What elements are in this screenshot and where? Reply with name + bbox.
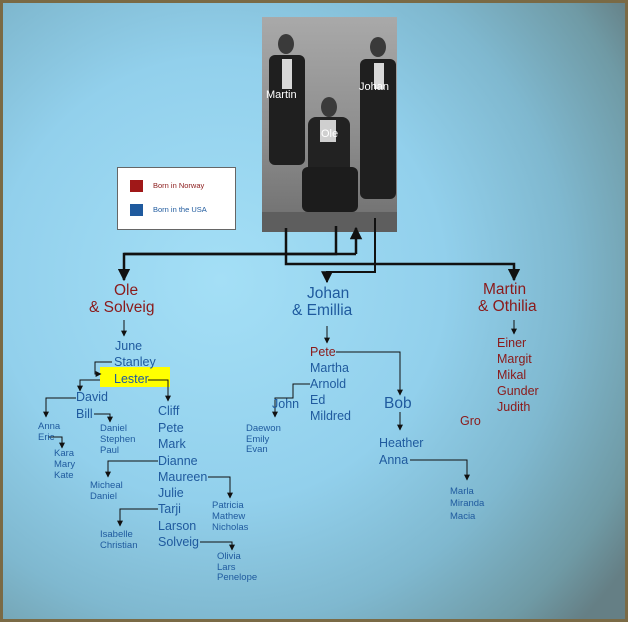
grandchild-dianne: Dianne [158,454,198,468]
ggc-marla: Marla [450,486,474,497]
ggc-lars: Lars [217,562,236,573]
grandchild-julie: Julie [158,486,184,500]
child-stanley: Stanley [114,355,156,369]
child-gunder: Gunder [497,384,539,398]
couple-ole-spouse: & Solveig [89,299,155,316]
photo-label-ole: Ole [321,128,339,140]
ggc-daewon: Daewon [246,423,281,434]
gggc-mary: Mary [54,459,76,470]
child-june: June [115,339,143,353]
photo-label-johan: Johan [359,81,389,93]
brothers-photo [262,17,397,232]
grandchild-solveig: Solveig [158,535,199,549]
ggc-anna: Anna [38,421,61,432]
ggc-macia: Macia [450,511,476,522]
gggc-kara: Kara [54,448,75,459]
couple-martin-name: Martin [483,281,527,298]
lester-highlight [100,367,170,387]
grandchild-pete: Pete [158,421,184,435]
child-mikal: Mikal [497,368,527,382]
grandchild-bill: Bill [76,407,93,421]
ggc-christian: Christian [100,540,138,551]
ggc-mathew: Mathew [212,511,246,522]
ggc-isabelle: Isabelle [100,529,133,540]
child-martha: Martha [310,361,349,375]
link-pete-bob [336,351,403,396]
child-pete: Pete [310,345,336,359]
child-mildred: Mildred [310,409,351,423]
grandchild-cliff: Cliff [158,404,180,418]
child-ed: Ed [310,393,326,407]
ggc-evan: Evan [246,444,268,455]
link-dianne-children [105,460,158,478]
couple-johan-spouse: & Emillia [292,302,353,319]
ggc-patricia: Patricia [212,500,244,511]
ggc-nicholas: Nicholas [212,522,249,533]
brothers-photo-illustration [262,34,397,232]
usa-swatch [130,204,143,216]
child-margit: Margit [497,352,532,366]
child-arnold: Arnold [310,377,347,391]
child-einer: Einer [497,336,527,350]
link-lester-david [77,379,100,392]
grandchild-anna: Anna [379,453,409,467]
grandchild-john: John [272,397,300,411]
link-solveig-children [200,541,235,551]
couple-martin-spouse: & Othilia [478,298,537,315]
link-maureen-children [208,476,233,499]
gggc-kate: Kate [54,470,74,481]
child-lester: Lester [114,372,149,386]
ggc-micheal: Micheal [90,480,123,491]
link-eric-children [48,436,65,449]
legend-usa-label: Born in the USA [153,205,207,214]
grandchild-david: David [76,390,108,404]
legend: Born in Norway Born in the USA [117,167,236,230]
couple-ole-name: Ole [114,282,139,299]
norway-swatch [130,180,143,192]
ggc-daniel-2: Daniel [90,491,117,502]
ggc-stephen: Stephen [100,434,136,445]
ggc-paul: Paul [100,445,120,456]
grandchild-tarji: Tarji [158,502,181,516]
child-judith: Judith [497,400,531,414]
link-stanley-lester [94,361,112,377]
couple-johan-name: Johan [307,285,350,302]
link-martin [284,228,521,282]
ggc-miranda: Miranda [450,498,485,509]
link-anna-children [410,459,470,481]
ggc-olivia: Olivia [217,551,241,562]
grandchild-mark: Mark [158,437,186,451]
child-gro: Gro [460,414,481,428]
ggc-eric: Eric [38,432,55,443]
link-johan [321,218,376,284]
link-lester-cliff [148,379,171,402]
link-tarji-children [117,508,158,527]
ggc-daniel: Daniel [100,423,127,434]
link-arnold-children [272,383,310,418]
grandchild-heather: Heather [379,436,424,450]
ggc-penelope: Penelope [217,572,258,583]
ggc-emily: Emily [246,434,270,445]
legend-norway-label: Born in Norway [153,181,205,190]
grandchild-larson: Larson [158,519,197,533]
link-david-children [43,397,76,418]
grandchild-bob: Bob [384,395,412,412]
link-bill-children [94,413,113,423]
photo-label-martin: Martin [266,89,297,101]
grandchild-maureen: Maureen [158,470,208,484]
